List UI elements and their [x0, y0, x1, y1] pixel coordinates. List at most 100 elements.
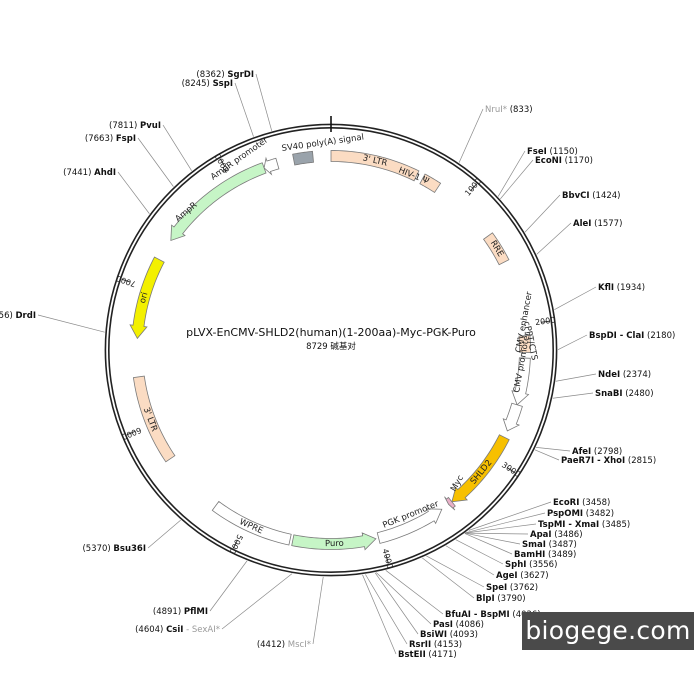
site-position: (3489)	[545, 550, 576, 560]
site-position: (1934)	[614, 283, 645, 293]
site-leader-line	[374, 572, 419, 635]
site-label: TspMI - XmaI (3485)	[538, 520, 630, 530]
site-label: (8362) SgrDI	[196, 70, 254, 80]
site-position: (8362)	[196, 70, 227, 80]
site-leader-line	[465, 532, 529, 535]
site-name: EcoNI	[535, 156, 562, 166]
site-position: (4891)	[153, 607, 184, 617]
site-leader-line	[497, 150, 526, 197]
site-extra: - SexAI*	[183, 625, 220, 635]
feature-shld2	[451, 434, 510, 503]
site-position: (1170)	[562, 156, 593, 166]
site-leader-line	[162, 124, 192, 171]
site-label: PspOMI (3482)	[547, 509, 614, 519]
site-position: (2480)	[623, 389, 654, 399]
site-name: BlpI	[476, 594, 495, 604]
tick-mark	[541, 320, 551, 323]
site-name: CsiI	[166, 625, 183, 635]
site-name: BspDI - ClaI	[589, 331, 644, 341]
site-position: (3487)	[546, 540, 577, 550]
tick-mark	[232, 539, 238, 549]
site-position: (7441)	[63, 168, 94, 178]
site-name: ApaI	[530, 530, 552, 540]
site-label: BstEII (4171)	[398, 650, 457, 660]
site-leader-line	[426, 555, 485, 588]
site-position: (3556)	[526, 560, 557, 570]
site-leader-line	[554, 286, 597, 310]
watermark: biogege.com	[522, 612, 694, 650]
site-leader-line	[445, 545, 495, 576]
site-position: (3458)	[579, 498, 610, 508]
site-name: PaeR7I - XhoI	[561, 456, 625, 466]
site-position: (7663)	[85, 134, 116, 144]
feature-label-puro: Puro	[325, 539, 344, 549]
site-name: PflMI	[184, 607, 208, 617]
site-leader-line	[464, 532, 521, 545]
site-name: AgeI	[496, 571, 518, 581]
site-position: (833)	[507, 105, 533, 115]
site-label: BbvCI (1424)	[562, 191, 620, 201]
site-label: NdeI (2374)	[598, 370, 651, 380]
site-name: FspI	[116, 134, 136, 144]
feature-ampr-pro	[263, 156, 280, 176]
site-leader-line	[500, 159, 534, 200]
site-name: SphI	[505, 560, 526, 570]
site-label: BspDI - ClaI (2180)	[589, 331, 675, 341]
tick-mark	[126, 430, 136, 436]
site-position: (2815)	[625, 456, 656, 466]
tick-label: 1000	[463, 177, 483, 198]
site-position: (4153)	[431, 640, 462, 650]
site-position: (7811)	[109, 121, 140, 131]
site-leader-line	[465, 512, 546, 534]
site-name: KflI	[598, 283, 614, 293]
site-label: NruI* (833)	[485, 105, 533, 115]
feature-wpre	[211, 500, 292, 546]
site-leader-line	[147, 519, 181, 549]
site-label: BamHI (3489)	[514, 550, 576, 560]
site-label: (7663) FspI	[85, 134, 136, 144]
site-position: (4412)	[257, 640, 288, 650]
site-label: SphI (3556)	[505, 560, 557, 570]
site-name: Bsu36I	[113, 544, 146, 554]
site-label: (4412) MscI*	[257, 640, 311, 650]
site-name: SgrDI	[227, 70, 254, 80]
site-leader-line	[385, 570, 444, 615]
site-label: BlpI (3790)	[476, 594, 526, 604]
feature-myc	[444, 496, 456, 511]
site-leader-line	[552, 392, 594, 399]
site-position: (3762)	[507, 583, 538, 593]
site-name: SnaBI	[595, 389, 623, 399]
site-name: DrdI	[16, 311, 37, 321]
feature-label-ori: ori	[138, 291, 151, 304]
site-label: (5370) Bsu36I	[82, 544, 146, 554]
site-leader-line	[221, 573, 293, 630]
site-leader-line	[465, 523, 537, 534]
site-leader-line	[524, 194, 561, 233]
site-leader-line	[375, 572, 432, 625]
site-position: (3486)	[552, 530, 583, 540]
feature-cmv-pro	[502, 402, 523, 432]
feature-puro	[291, 532, 377, 551]
feature-ampr	[170, 162, 267, 242]
site-leader-line	[37, 314, 105, 333]
site-position: (1424)	[590, 191, 621, 201]
site-leader-line	[255, 73, 273, 131]
site-name: FseI	[527, 147, 547, 157]
feature-label-ltr3: 3' LTR	[141, 406, 159, 433]
site-position: (2798)	[591, 447, 622, 457]
site-position: (2180)	[644, 331, 675, 341]
site-label: (6656) DrdI	[0, 311, 36, 321]
site-leader-line	[534, 449, 560, 461]
site-label: FseI (1150)	[527, 147, 578, 157]
site-name: MscI*	[288, 640, 311, 650]
feature-rre	[482, 232, 510, 266]
tick-label: 5000	[227, 533, 244, 555]
tick-mark	[470, 183, 478, 191]
site-position: (2374)	[620, 370, 651, 380]
site-name: EcoRI	[553, 498, 579, 508]
site-name: BsiWI	[420, 630, 447, 640]
site-label: SnaBI (2480)	[595, 389, 654, 399]
site-label: EcoRI (3458)	[553, 498, 610, 508]
site-leader-line	[536, 222, 572, 255]
